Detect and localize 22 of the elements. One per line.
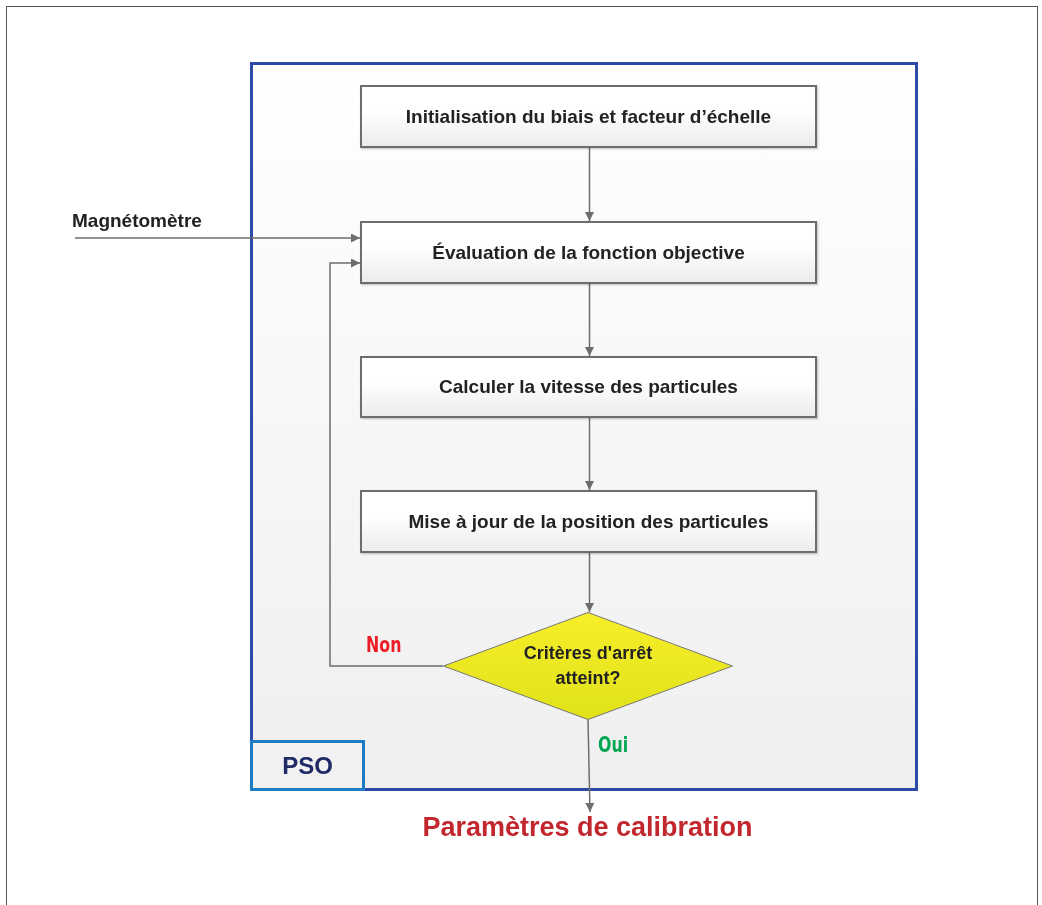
group-frame xyxy=(250,62,918,791)
arrow xyxy=(585,147,594,222)
group-title: PSO xyxy=(250,740,365,791)
arrow xyxy=(329,258,444,667)
process-box xyxy=(360,356,817,418)
arrow xyxy=(74,233,361,243)
edge-label: Non xyxy=(366,632,402,657)
process-box xyxy=(360,85,817,148)
step-label: Calculer la vitesse des particules xyxy=(439,376,738,398)
arrow xyxy=(585,417,594,491)
step-label: Évaluation de la fonction objective xyxy=(432,241,745,264)
decision-label: Critères d'arrêt atteint? xyxy=(522,641,654,690)
process-box xyxy=(360,221,817,284)
arrow xyxy=(585,719,595,813)
input-label: Magnétomètre xyxy=(72,210,240,238)
output-label: Paramètres de calibration xyxy=(395,812,780,852)
process-box xyxy=(360,490,817,553)
arrow xyxy=(585,552,594,613)
arrow xyxy=(585,283,594,357)
step-label: Mise à jour de la position des particules xyxy=(408,510,769,533)
edge-label: Oui xyxy=(598,732,629,757)
step-label: Initialisation du biais et facteur d’échelle xyxy=(405,105,772,128)
